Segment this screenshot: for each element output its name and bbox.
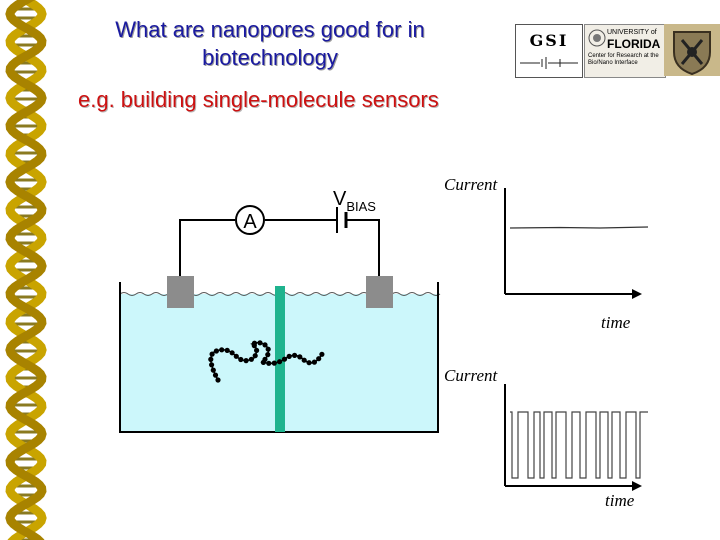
ammeter-symbol: A [243,211,257,233]
bias-voltage-label: VBIAS [333,188,376,214]
graph-bottom-xlabel: time [605,491,635,510]
polymer-bead [213,348,219,354]
polymer-bead [209,351,215,357]
graph-top-trace [509,226,649,229]
uf-name-text: FLORIDA [607,37,661,51]
electrode-right [366,276,393,308]
polymer-bead [257,340,263,346]
uf-seal-icon [588,29,606,47]
gsi-circuit-icon [520,57,578,69]
uf-university-text: UNIVERSITY of [607,29,657,36]
graph-bottom-x-arrow [632,481,642,491]
current-graph-open [504,188,649,299]
bias-voltage-subscript: BIAS [346,199,376,214]
gsi-logo: GSI [515,24,583,78]
polymer-bead [215,377,221,383]
polymer-bead [238,356,244,363]
slide-subtitle: e.g. building single-molecule sensors [78,87,439,112]
polymer-bead [265,352,271,358]
ammeter-icon [235,205,265,235]
dna-helix-decoration [5,0,47,540]
wire-right [346,219,380,276]
polymer-bead [248,356,254,362]
electrode-left [167,276,194,308]
polymer-bead [262,342,268,348]
polymer-bead [233,353,239,359]
uf-center-text: Center for Research at the Bio/Nano Inte… [588,53,659,66]
graph-top-ylabel: Current [444,175,498,194]
bias-voltage-v: V [333,188,347,210]
polymer-bead [254,347,260,353]
polymer-bead [210,367,216,373]
polymer-bead [271,360,277,366]
polymer-bead [243,358,249,364]
polymer-bead [252,353,258,359]
wire-left [179,219,235,276]
polymer-bead [281,356,288,362]
membrane [275,286,285,432]
graph-top-xlabel: time [601,313,631,332]
polymer-bead [212,372,219,378]
polymer-bead [301,357,307,363]
polymer-bead [224,347,230,353]
current-graph-blockades [504,384,648,491]
polymer-bead [251,340,258,346]
slide-title: What are nanopores good for in biotechno… [115,17,425,70]
polymer-bead [265,346,271,352]
polymer-bead [311,359,317,365]
dna-polymer-beads [208,340,325,383]
polymer-bead [208,356,214,362]
graph-top-x-arrow [632,289,642,299]
polymer-bead [266,360,272,366]
crest-logo [664,24,720,76]
polymer-bead [209,362,215,368]
polymer-bead [286,353,292,359]
graph-bottom-ylabel: Current [444,366,498,385]
graph-bottom-trace [510,411,648,479]
polymer-bead [297,354,303,360]
uf-logo: UNIVERSITY of FLORIDA Center for Researc… [584,24,666,78]
polymer-bead [306,360,312,366]
polymer-bead [229,350,235,356]
polymer-bead [292,352,298,358]
gsi-logo-text: GSI [529,31,569,50]
polymer-bead [260,359,266,365]
polymer-bead [316,356,322,362]
polymer-bead [319,351,325,357]
polymer-bead [277,359,283,365]
polymer-bead [219,347,225,353]
crest-shield-icon [673,31,711,76]
